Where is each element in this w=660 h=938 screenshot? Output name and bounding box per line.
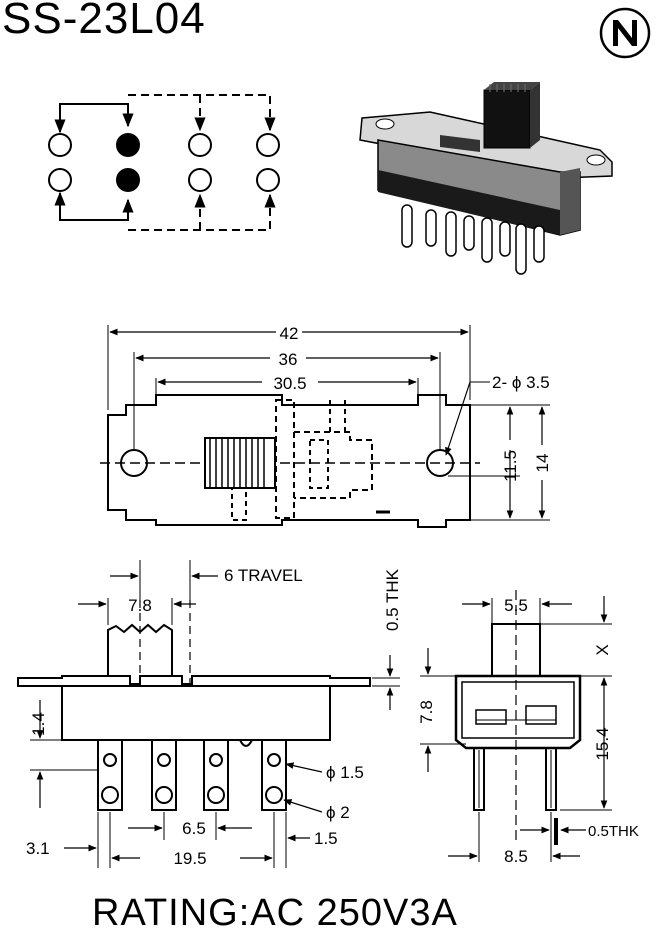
terminal-open-icon	[48, 133, 72, 157]
dim-pin-width: 1.5	[314, 829, 338, 848]
dim-body-height-total: 15.4	[593, 727, 612, 760]
manufacturer-logo-icon	[599, 7, 651, 59]
dim-travel: 6 TRAVEL	[224, 566, 303, 585]
dim-actuator-height: X	[593, 644, 612, 655]
dim-hole-note: 2- ϕ 3.5	[492, 373, 550, 392]
dim-pin-hole-lower: ϕ 2	[326, 803, 350, 822]
terminal-active-icon	[116, 168, 140, 192]
electrical-rating: RATING:AC 250V3A	[92, 892, 458, 934]
terminal-open-icon	[188, 133, 212, 157]
dim-plate-thickness: 0.5 THK	[383, 568, 402, 631]
terminal-open-icon	[256, 133, 280, 157]
terminal-active-icon	[116, 133, 140, 157]
dim-plate-drop: 1.4	[29, 712, 48, 736]
dim-pin-hole-upper: ϕ 1.5	[326, 763, 364, 782]
terminal-open-icon	[48, 168, 72, 192]
dim-side-actuator-width: 5.5	[504, 596, 528, 615]
product-3d-illustration	[359, 82, 613, 275]
dim-overall-height: 14	[533, 454, 552, 473]
terminal-open-icon	[188, 168, 212, 192]
side-view-drawing	[420, 590, 612, 862]
dim-pin-thickness: 0.5THK	[588, 823, 639, 840]
dim-body-width: 30.5	[273, 374, 306, 393]
dim-edge-offset: 3.1	[26, 839, 50, 858]
top-view-drawing	[100, 325, 550, 528]
dim-hole-height: 11.5	[501, 450, 520, 482]
dim-hole-pitch: 36	[279, 350, 298, 369]
circuit-schematic	[48, 94, 280, 231]
dim-pin-spacing: 8.5	[504, 847, 528, 866]
front-view-drawing	[17, 560, 400, 868]
dim-body-height-upper: 7.8	[417, 700, 436, 724]
dim-pin-span: 19.5	[173, 849, 206, 868]
dim-actuator-width: 7.8	[128, 596, 152, 615]
part-number-title: SS-23L04	[2, 0, 206, 43]
dim-overall-width: 42	[280, 324, 299, 343]
terminal-open-icon	[256, 168, 280, 192]
dim-pin-pitch: 6.5	[182, 819, 206, 838]
